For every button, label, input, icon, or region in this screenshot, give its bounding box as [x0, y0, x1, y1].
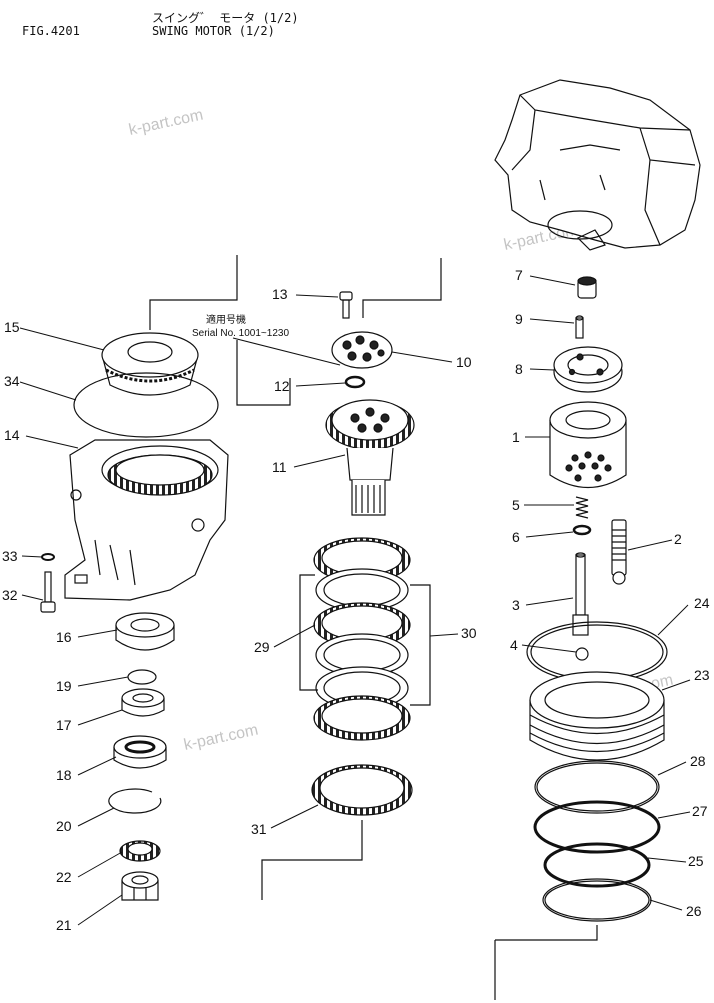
part-13-bolt — [339, 291, 353, 319]
callout-27: 27 — [692, 803, 708, 819]
part-25-o-ring — [543, 842, 651, 888]
part-11-gear-shaft — [325, 399, 415, 516]
part-32-bolt — [40, 571, 56, 613]
part-5-spring — [575, 496, 589, 519]
callout-5: 5 — [512, 497, 520, 513]
callout-17: 17 — [56, 717, 72, 733]
part-4-ball — [575, 647, 589, 661]
callout-6: 6 — [512, 529, 520, 545]
bracket-right-bottom — [494, 925, 598, 1000]
part-20-snap-ring — [108, 788, 162, 814]
callout-29: 29 — [254, 639, 270, 655]
title-english: SWING MOTOR (1/2) — [152, 24, 275, 38]
callout-2: 2 — [674, 531, 682, 547]
part-19-seal — [127, 669, 157, 685]
callout-32: 32 — [2, 587, 18, 603]
part-31-gear-ring — [311, 764, 413, 816]
callout-26: 26 — [686, 903, 702, 919]
callout-3: 3 — [512, 597, 520, 613]
part-33-washer — [41, 553, 55, 561]
callout-34: 34 — [4, 373, 20, 389]
part-18-bearing — [113, 735, 167, 769]
part-28-ring — [534, 760, 660, 814]
part-7-sleeve — [577, 276, 597, 299]
callout-14: 14 — [4, 427, 20, 443]
valve-housing — [494, 79, 701, 251]
callout-15: 15 — [4, 319, 20, 335]
callout-18: 18 — [56, 767, 72, 783]
serial-note-title: 適用号機 — [206, 313, 246, 326]
part-17-collar — [121, 688, 165, 717]
part-27-o-ring — [533, 800, 661, 854]
bracket-center-bottom — [261, 820, 363, 900]
part-23-brake-piston — [529, 671, 665, 761]
part-1-cylinder-block — [549, 401, 627, 489]
callout-28: 28 — [690, 753, 706, 769]
callout-1: 1 — [512, 429, 520, 445]
callout-31: 31 — [251, 821, 267, 837]
part-34-o-ring — [73, 372, 219, 438]
callout-10: 10 — [456, 354, 472, 370]
part-15-bearing — [101, 332, 199, 396]
callout-23: 23 — [694, 667, 710, 683]
watermark-1: k-part.com — [127, 107, 204, 139]
callout-8: 8 — [515, 361, 523, 377]
part-10-plate — [331, 331, 393, 369]
serial-note-range: Serial No. 1001~1230 — [192, 328, 289, 339]
title-japanese: スイング゛ モータ (1/2) — [152, 11, 299, 25]
part-8-valve-plate — [553, 346, 623, 393]
callout-19: 19 — [56, 678, 72, 694]
watermark-3: k-part.com — [182, 722, 259, 754]
figure-number: FIG.4201 — [22, 24, 80, 38]
callout-16: 16 — [56, 629, 72, 645]
part-21-nut — [121, 871, 159, 901]
callout-20: 20 — [56, 818, 72, 834]
part-6-washer — [572, 524, 592, 536]
callout-12: 12 — [274, 378, 290, 394]
part-9-pin — [575, 315, 584, 339]
callout-33: 33 — [2, 548, 18, 564]
callout-labels: 7 9 8 1 5 6 2 3 4 24 23 28 27 25 26 13 1… — [2, 267, 710, 933]
part-12-washer — [344, 375, 366, 389]
callout-22: 22 — [56, 869, 72, 885]
callout-24: 24 — [694, 595, 710, 611]
callout-30: 30 — [461, 625, 477, 641]
callout-25: 25 — [688, 853, 704, 869]
part-2-piston — [611, 519, 627, 585]
leader-lines — [19, 275, 691, 926]
callout-9: 9 — [515, 311, 523, 327]
callout-13: 13 — [272, 286, 288, 302]
callout-21: 21 — [56, 917, 72, 933]
part-22-lock-washer — [119, 840, 161, 862]
callout-11: 11 — [272, 459, 287, 475]
callout-4: 4 — [510, 637, 518, 653]
part-14-housing — [64, 439, 229, 601]
callout-7: 7 — [515, 267, 523, 283]
part-16-bearing — [115, 612, 175, 651]
friction-disc-stack — [313, 537, 411, 741]
